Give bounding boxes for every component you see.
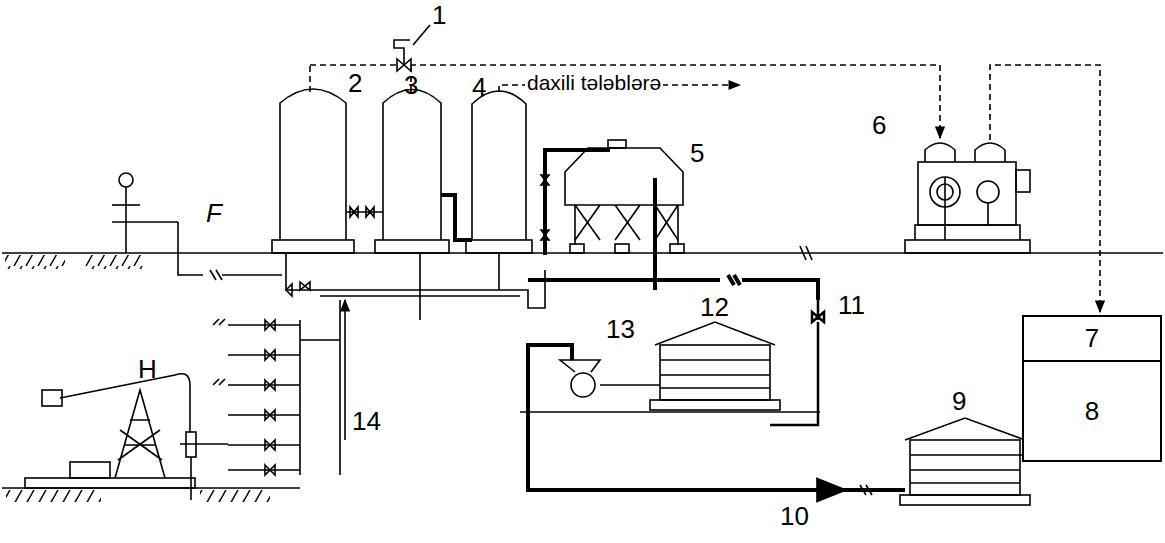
equipment-box: 8 <box>1022 360 1162 462</box>
callout-number: 9 <box>952 388 966 414</box>
callout-number: H <box>138 356 157 382</box>
callout-number: 1 <box>432 2 446 28</box>
callout-number: 4 <box>472 74 486 100</box>
callout-number: 14 <box>352 408 381 434</box>
callout-number: 12 <box>700 294 729 320</box>
callout-number: 6 <box>872 112 886 138</box>
callout-number: 2 <box>348 70 362 96</box>
callout-number: 5 <box>690 140 704 166</box>
equipment-box: 7 <box>1022 315 1162 362</box>
callout-number: 10 <box>780 503 809 529</box>
callout-number: 13 <box>606 316 635 342</box>
callout-number: 8 <box>1085 396 1099 427</box>
callout-number: F <box>206 200 222 226</box>
note-label: daxili tələblərə <box>525 72 663 93</box>
callout-number: 11 <box>838 292 865 318</box>
callout-number: 3 <box>404 72 418 98</box>
callout-number: 7 <box>1085 323 1099 354</box>
